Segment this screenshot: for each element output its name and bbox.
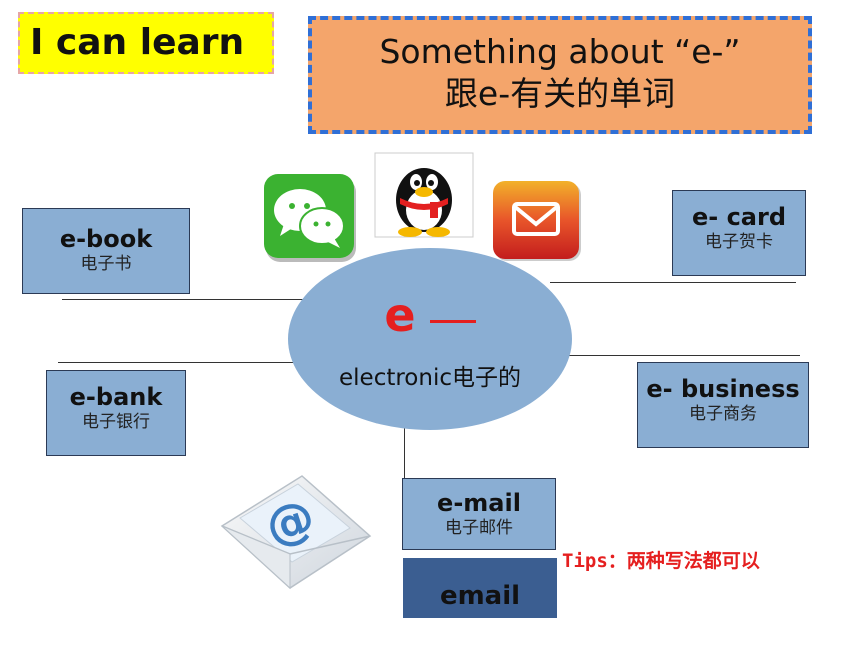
wechat-icon	[264, 174, 356, 262]
word-chinese: 电子邮件	[445, 518, 513, 538]
title-chinese: 跟e-有关的单词	[444, 74, 676, 113]
word-chinese: 电子贺卡	[705, 232, 773, 252]
word-card-ecard: e- card 电子贺卡	[672, 190, 806, 276]
lesson-badge: I can learn	[18, 12, 274, 74]
connector-line-card	[550, 282, 796, 283]
qq-penguin-icon	[374, 152, 474, 238]
title-box: Something about “e-” 跟e-有关的单词	[308, 16, 812, 134]
word-chinese: 电子商务	[689, 404, 757, 424]
center-dash	[430, 320, 476, 323]
connector-line-bank	[58, 362, 320, 363]
connector-line-book	[62, 299, 304, 300]
word-english: e-bank	[69, 383, 163, 411]
word-card-email: e-mail 电子邮件	[402, 478, 556, 550]
connector-line-mail	[404, 396, 405, 548]
word-english: e-book	[59, 225, 153, 253]
word-card-ebusiness: e- business 电子商务	[637, 362, 809, 448]
title-english: Something about “e-”	[379, 32, 741, 71]
word-english: e-mail	[437, 489, 521, 517]
tips-text: Tips：两种写法都可以	[562, 550, 760, 572]
email-envelope-icon: @	[220, 475, 372, 590]
word-card-ebank: e-bank 电子银行	[46, 370, 186, 456]
email-alt-spelling: email	[403, 558, 557, 618]
center-meaning: electronic电子的	[339, 365, 521, 391]
center-prefix: e	[384, 288, 416, 342]
word-english: e- business	[646, 375, 800, 403]
word-chinese: 电子银行	[82, 412, 150, 432]
mail-app-icon	[493, 181, 581, 261]
word-card-ebook: e-book 电子书	[22, 208, 190, 294]
connector-line-business	[550, 355, 800, 356]
word-english: e- card	[691, 203, 787, 231]
center-ellipse: e electronic电子的	[288, 248, 572, 430]
word-chinese: 电子书	[80, 254, 132, 274]
